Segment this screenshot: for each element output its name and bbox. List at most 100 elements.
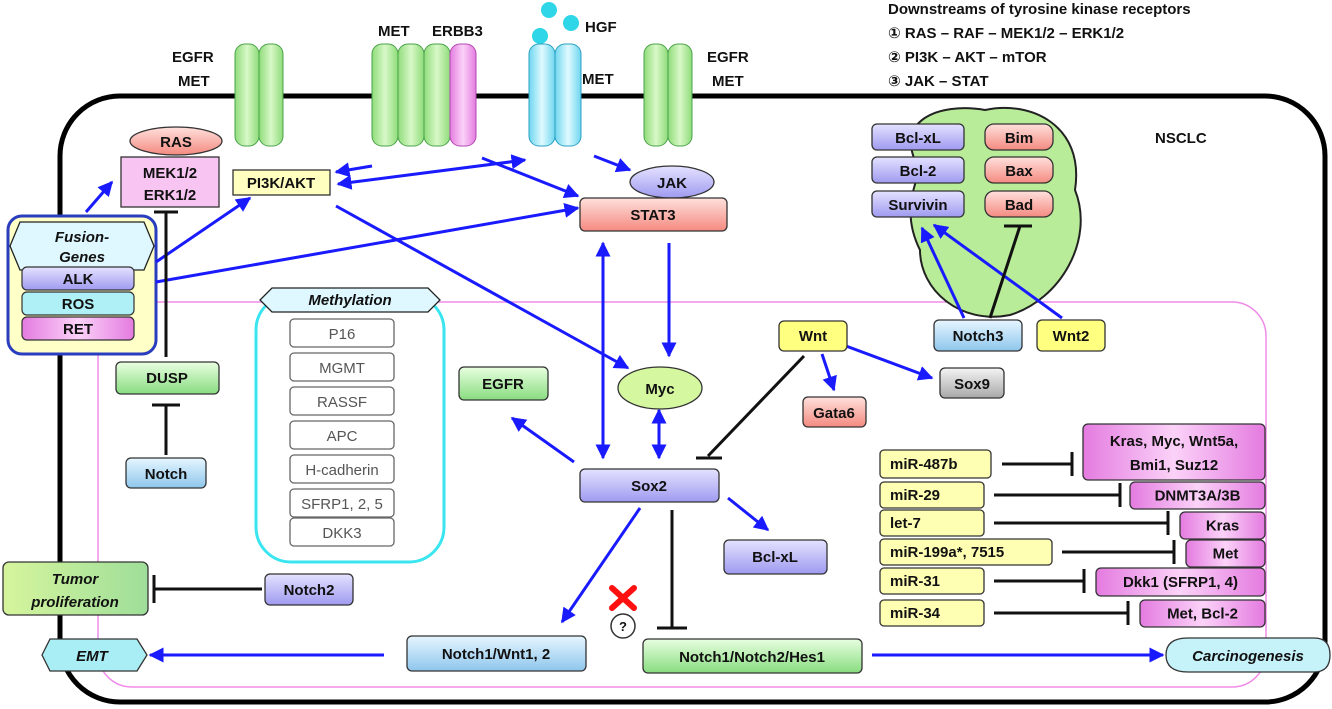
arrow-sox2-to-notch1wnt bbox=[560, 507, 642, 624]
arrow-sox2-to-egfr bbox=[510, 416, 575, 464]
methylation-gene-label: DKK3 bbox=[322, 525, 361, 542]
receptor-met-erbb3 bbox=[371, 43, 477, 147]
inhibit-notch3-bad bbox=[988, 225, 1022, 319]
mirna-target-label: Dkk1 (SFRP1, 4) bbox=[1123, 574, 1238, 591]
tumor-proliferation-label-line1: Tumor bbox=[52, 571, 100, 588]
mek-erk-node bbox=[120, 156, 220, 208]
mirna-target-box bbox=[1095, 567, 1266, 597]
notch3-node bbox=[933, 319, 1023, 352]
tumor-proliferation-label-line2: proliferation bbox=[30, 594, 119, 611]
mirna-label: miR-29 bbox=[890, 487, 940, 504]
anti-apoptotic-label: Survivin bbox=[888, 197, 947, 214]
activation-arrows bbox=[84, 154, 1165, 663]
mirna-inhibition-lines bbox=[994, 452, 1176, 625]
mirna-target-box bbox=[1139, 599, 1266, 628]
ret-label: RET bbox=[63, 321, 93, 338]
pro-apoptotic-box bbox=[984, 156, 1054, 184]
mirna-label: miR-34 bbox=[890, 605, 941, 622]
jak-label: JAK bbox=[657, 175, 687, 192]
receptor-label-erbb3: ERBB3 bbox=[432, 23, 483, 40]
mirna-box bbox=[879, 449, 992, 479]
mirna-target-label: DNMT3A/3B bbox=[1155, 488, 1241, 505]
carcinogenesis-node bbox=[1165, 637, 1331, 673]
sox2-node bbox=[579, 468, 720, 503]
wnt-label: Wnt bbox=[799, 328, 827, 345]
arrow-fusion-to-stat3 bbox=[155, 202, 580, 284]
methylation-gene-label: MGMT bbox=[319, 360, 365, 377]
mirna-box bbox=[879, 567, 985, 595]
question-mark-label: ? bbox=[619, 619, 627, 634]
ros-label: ROS bbox=[62, 296, 95, 313]
inhibition-lines bbox=[152, 210, 1032, 630]
bclxl-lower-label: Bcl-xL bbox=[752, 549, 798, 566]
tumor-proliferation-node bbox=[2, 561, 149, 616]
mirna-target-box bbox=[1082, 423, 1266, 481]
anti-apoptotic-label: Bcl-xL bbox=[895, 130, 941, 147]
mirna-target-box bbox=[1179, 511, 1266, 540]
methylation-title: Methylation bbox=[308, 292, 391, 309]
wnt2-node bbox=[1036, 319, 1106, 352]
mirna-target-label: Kras bbox=[1206, 518, 1239, 535]
dusp-node bbox=[115, 361, 220, 395]
notch1-wnt-node bbox=[406, 635, 587, 672]
arrow-met-to-jak bbox=[593, 154, 632, 173]
carcinogenesis-label: Carcinogenesis bbox=[1192, 648, 1304, 665]
anti-apoptotic-label: Bcl-2 bbox=[900, 163, 937, 180]
pi3k-akt-label: PI3K/AKT bbox=[247, 175, 315, 192]
methylation-gene-box bbox=[289, 488, 395, 518]
legend-item-ras: ① RAS – RAF – MEK1/2 – ERK1/2 bbox=[888, 25, 1124, 42]
methylation-gene-box bbox=[289, 386, 395, 416]
stat3-node bbox=[579, 197, 728, 232]
methylation-title-box bbox=[259, 287, 441, 313]
legend-item-pi3k: ② PI3K – AKT – mTOR bbox=[888, 49, 1047, 66]
notch2-node bbox=[264, 573, 354, 606]
receptor-label-met-right: MET bbox=[712, 73, 744, 90]
receptor-egfr-met-left bbox=[234, 43, 284, 147]
ligand-label-hgf: HGF bbox=[585, 19, 617, 36]
methylation-gene-label: APC bbox=[327, 428, 358, 445]
methylation-gene-label: SFRP1, 2, 5 bbox=[301, 496, 383, 513]
ras-label: RAS bbox=[160, 134, 192, 151]
myc-label: Myc bbox=[645, 381, 674, 398]
receptor-egfr-met-right bbox=[643, 43, 693, 147]
mirna-label: miR-487b bbox=[890, 456, 958, 473]
mirna-label: miR-31 bbox=[890, 573, 940, 590]
arrow-met-erbb3-to-pi3k bbox=[334, 162, 373, 178]
mirna-box bbox=[879, 538, 1053, 566]
receptor-label-egfr-left: EGFR bbox=[172, 49, 214, 66]
emt-node bbox=[41, 638, 148, 672]
arrow-wnt2-to-survivin bbox=[932, 223, 1063, 320]
mirna-box bbox=[879, 481, 985, 509]
inhibit-wnt-sox2 bbox=[706, 354, 806, 458]
dusp-label: DUSP bbox=[146, 370, 188, 387]
receptor-label-met: MET bbox=[378, 23, 410, 40]
receptor-label-met-left: MET bbox=[178, 73, 210, 90]
sox9-label: Sox9 bbox=[954, 376, 990, 393]
arrow-fusion-to-mek bbox=[84, 180, 114, 213]
sox2-label: Sox2 bbox=[631, 478, 667, 495]
arrow-notch3-to-survivin bbox=[920, 226, 966, 319]
mirna-target-box bbox=[1129, 481, 1266, 510]
myc-node bbox=[617, 366, 703, 410]
mek-label: MEK1/2 bbox=[143, 165, 197, 182]
x-mark-icon bbox=[609, 585, 637, 611]
arrow-wnt-to-sox9 bbox=[845, 344, 934, 381]
mirna-label: miR-199a*, 7515 bbox=[890, 544, 1004, 561]
mirna-box bbox=[879, 509, 985, 537]
hgf-ligand bbox=[532, 2, 579, 44]
methylation-gene-box bbox=[289, 420, 395, 450]
anti-apoptotic-box bbox=[871, 190, 965, 218]
alk-box bbox=[21, 266, 135, 291]
cell-label: NSCLC bbox=[1155, 130, 1207, 147]
stat3-label: STAT3 bbox=[630, 207, 675, 224]
notch1-wnt-label: Notch1/Wnt1, 2 bbox=[442, 646, 550, 663]
mirna-target-label: Met bbox=[1213, 546, 1239, 563]
egfr-label: EGFR bbox=[482, 376, 524, 393]
pi3k-akt-node bbox=[232, 169, 331, 196]
mirna-label: let-7 bbox=[890, 515, 921, 532]
notch2-label: Notch2 bbox=[284, 582, 335, 599]
pro-apoptotic-label: Bim bbox=[1005, 130, 1033, 147]
